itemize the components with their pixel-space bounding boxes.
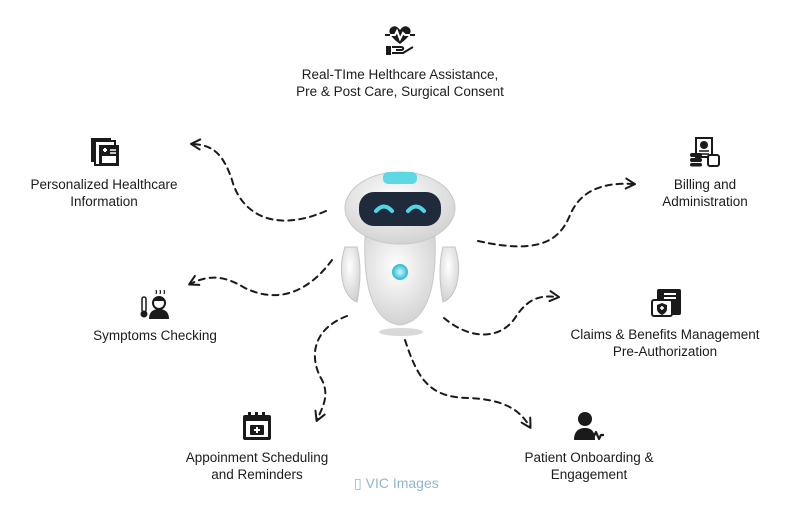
label-symptoms-checking: Symptoms Checking bbox=[93, 328, 217, 343]
arrow-to-claims bbox=[443, 290, 560, 336]
label-appointment-scheduling: Appoinment Scheduling and Reminders bbox=[185, 450, 329, 482]
label-patient-onboarding: Patient Onboarding & Engagement bbox=[524, 450, 654, 482]
watermark-text: VIC Images bbox=[365, 475, 439, 491]
heart-hand-icon bbox=[385, 26, 415, 55]
insurance-claim-icon bbox=[651, 289, 681, 317]
patient-check-icon bbox=[574, 412, 604, 441]
arrow-to-onboarding bbox=[404, 339, 532, 429]
watermark: ▯ VIC Images bbox=[354, 475, 439, 492]
watermark-icon: ▯ bbox=[354, 475, 362, 491]
arrow-to-billing bbox=[477, 177, 636, 248]
arrow-to-symptoms bbox=[188, 259, 333, 297]
arrow-to-personalized bbox=[190, 138, 327, 222]
robot-icon bbox=[340, 171, 460, 336]
arrow-to-appointment bbox=[313, 315, 348, 422]
calendar-medical-icon bbox=[243, 412, 271, 440]
billing-receipt-icon bbox=[690, 137, 720, 167]
patient-fever-icon bbox=[140, 289, 169, 319]
label-billing-administration: Billing and Administration bbox=[662, 177, 748, 209]
label-realtime-assistance: Real-TIme Helthcare Assistance, Pre & Po… bbox=[296, 67, 504, 99]
label-claims-management: Claims & Benefits Management Pre-Authori… bbox=[570, 327, 760, 359]
medical-records-icon bbox=[91, 138, 119, 166]
label-personalized-information: Personalized Healthcare Information bbox=[30, 177, 178, 209]
